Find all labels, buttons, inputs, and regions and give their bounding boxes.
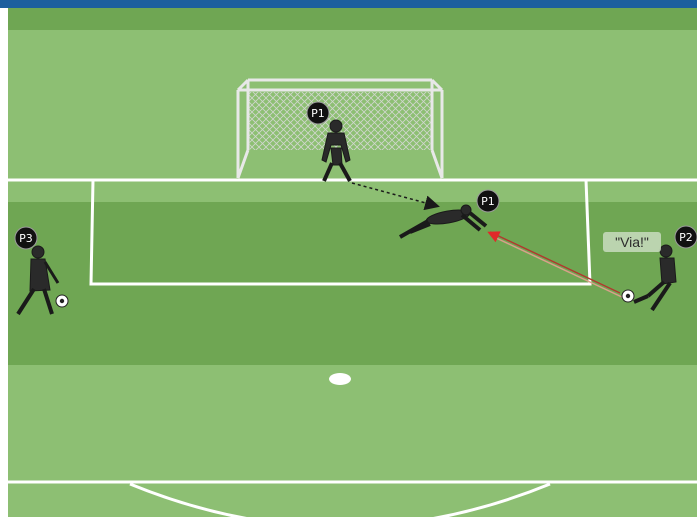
badge-shooter: P2 bbox=[675, 226, 697, 248]
badge-waiting-player: P3 bbox=[15, 227, 37, 249]
badge-label: P2 bbox=[679, 231, 693, 244]
badge-label: P1 bbox=[311, 107, 325, 120]
penalty-spot bbox=[329, 373, 351, 385]
badge-label: P3 bbox=[19, 232, 33, 245]
top-frame-bar bbox=[0, 0, 697, 8]
badge-goalkeeper-diving: P1 bbox=[477, 190, 499, 212]
ball-shooter bbox=[622, 290, 634, 302]
ball-waiting-player bbox=[56, 295, 68, 307]
badge-label: P1 bbox=[481, 195, 495, 208]
callout-text: "Via!" bbox=[615, 234, 649, 250]
pitch-stripes bbox=[8, 8, 697, 517]
badge-goalkeeper-standing: P1 bbox=[307, 102, 329, 124]
shout-callout: "Via!" bbox=[603, 232, 661, 252]
left-margin bbox=[0, 8, 8, 517]
